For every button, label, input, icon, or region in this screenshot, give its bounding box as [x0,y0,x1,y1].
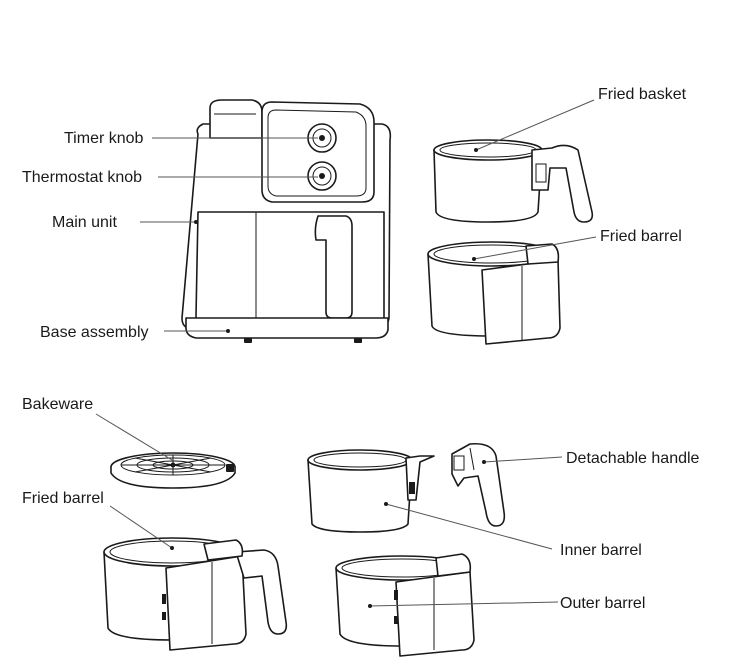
inner-barrel-illustration [307,449,435,533]
bakeware-illustration [110,452,236,489]
fried-barrel-bottom-illustration [103,537,288,651]
label-timer-knob: Timer knob [64,130,144,147]
main-unit-illustration [181,99,392,343]
fried-barrel-top-illustration [427,241,561,345]
leader-lines [95,99,597,607]
leader-dots [170,148,486,608]
label-main-unit: Main unit [52,214,117,231]
outer-barrel-illustration [335,553,475,657]
label-thermostat-knob: Thermostat knob [22,169,142,186]
label-base-assembly: Base assembly [40,324,149,341]
label-outer-barrel: Outer barrel [560,595,645,612]
label-fried-barrel-bottom: Fried barrel [22,490,104,507]
label-fried-barrel-top: Fried barrel [600,228,682,245]
label-detachable-handle: Detachable handle [566,450,700,467]
label-inner-barrel: Inner barrel [560,542,642,559]
label-bakeware: Bakeware [22,396,93,413]
label-fried-basket: Fried basket [598,86,687,103]
detachable-handle-illustration [451,442,506,527]
fried-basket-illustration [433,139,594,223]
